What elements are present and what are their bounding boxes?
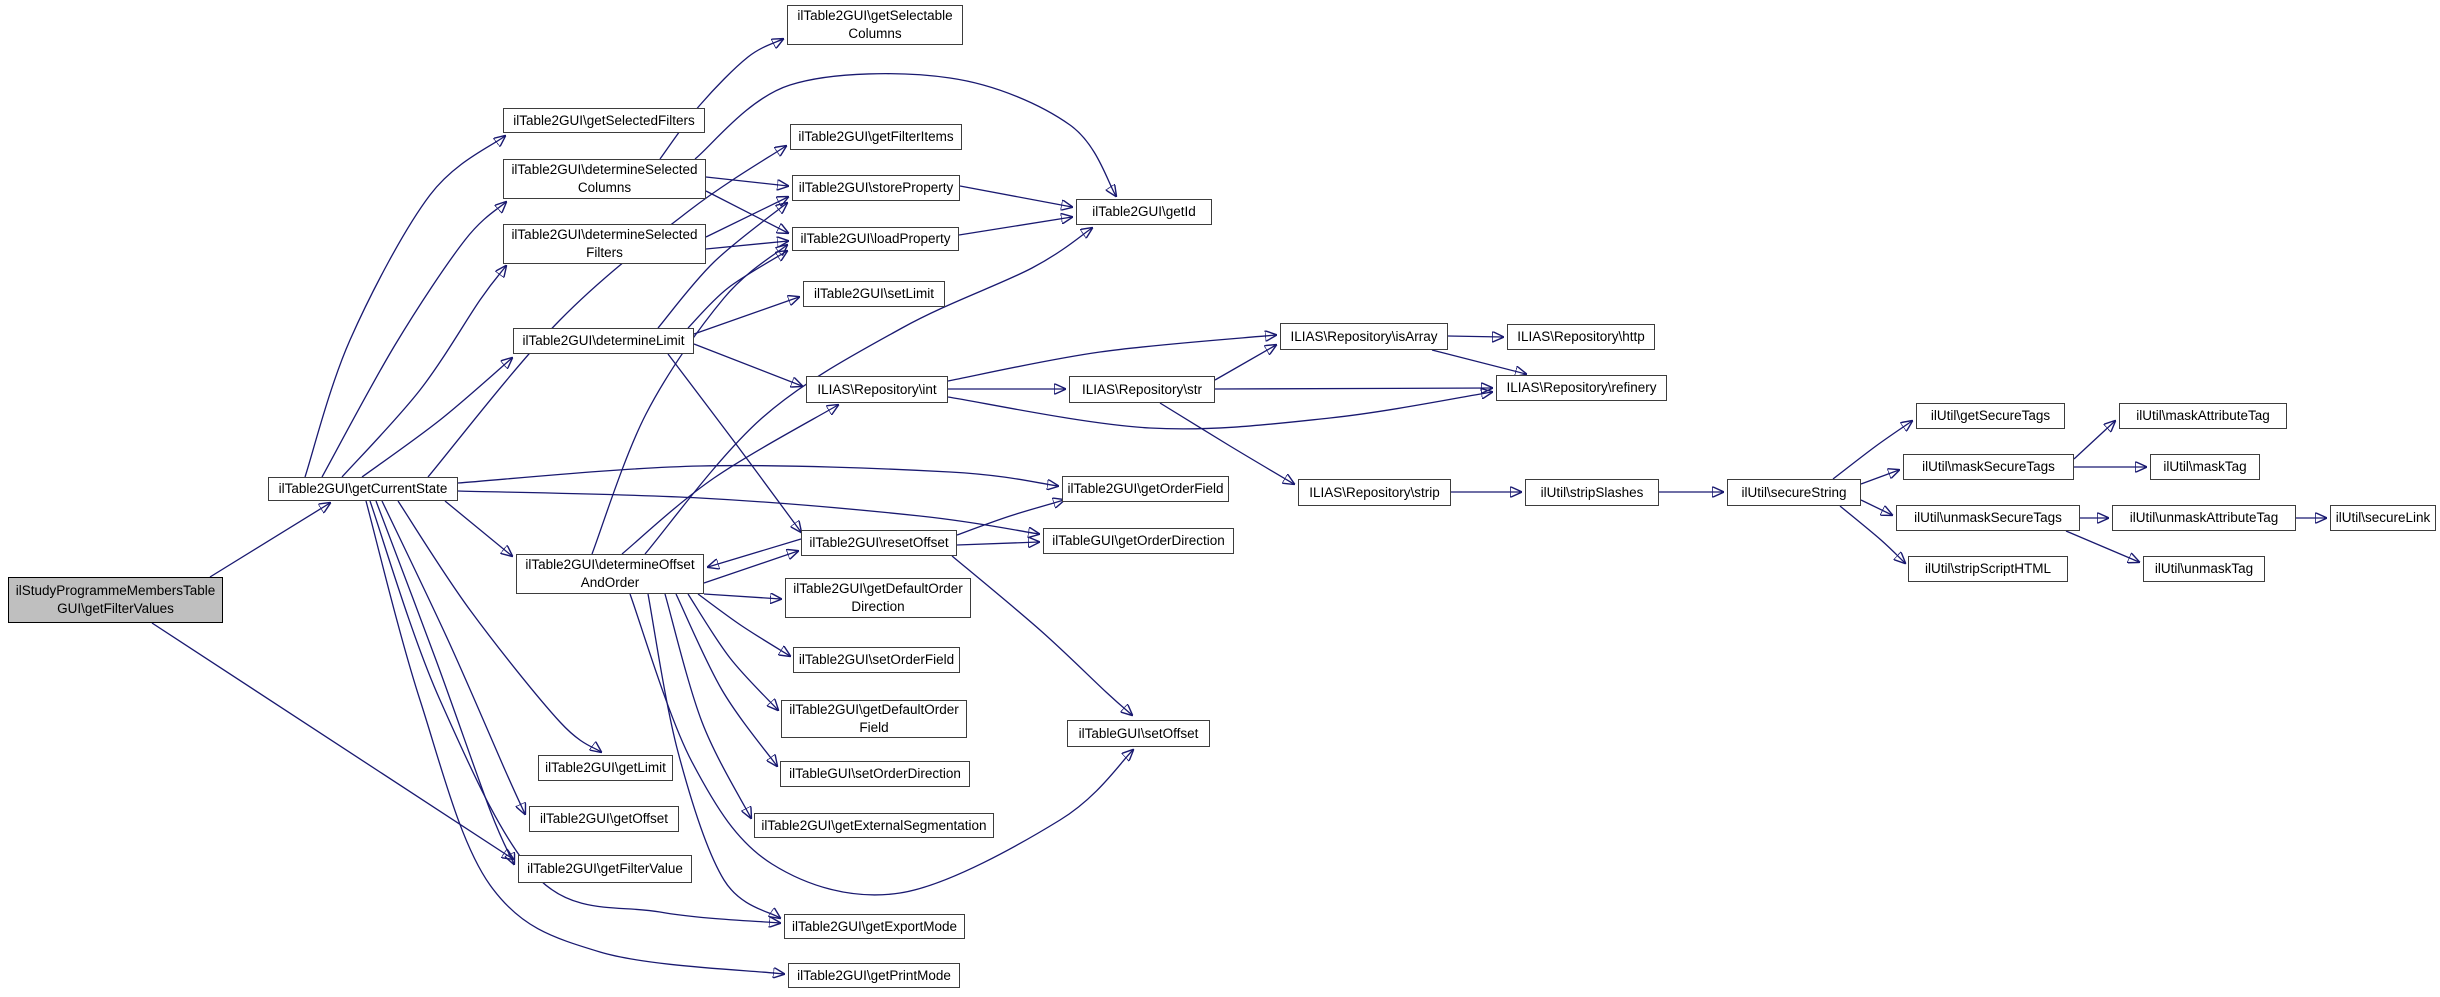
graph-node-storeProperty[interactable]: ilTable2GUI\storeProperty: [792, 175, 960, 201]
graph-node-isArray[interactable]: ILIAS\Repository\isArray: [1280, 323, 1448, 350]
edge-getCurrentState-to-getOffset: [381, 500, 525, 814]
edge-unmaskSecureTags-to-unmaskTag: [2065, 530, 2139, 562]
edge-str-to-strip: [1159, 402, 1294, 484]
edge-getCurrentState-to-getFilterItems: [427, 146, 786, 478]
graph-node-getFilterValue[interactable]: ilTable2GUI\getFilterValue: [518, 855, 692, 883]
graph-node-setLimit[interactable]: ilTable2GUI\setLimit: [803, 281, 945, 307]
graph-node-resetOffset[interactable]: ilTable2GUI\resetOffset: [801, 530, 957, 556]
graph-node-getSelectableColumns[interactable]: ilTable2GUI\getSelectable Columns: [787, 5, 963, 45]
graph-node-unmaskTag[interactable]: ilUtil\unmaskTag: [2143, 556, 2265, 582]
edge-getCurrentState-to-determineOffsetAndOrder: [444, 500, 512, 556]
graph-node-setOffset[interactable]: ilTableGUI\setOffset: [1067, 720, 1210, 747]
graph-node-maskSecureTags[interactable]: ilUtil\maskSecureTags: [1903, 454, 2074, 480]
graph-node-stripScriptHTML[interactable]: ilUtil\stripScriptHTML: [1908, 556, 2068, 582]
edge-getCurrentState-to-getPrintMode: [365, 500, 784, 974]
graph-node-setOrderField[interactable]: ilTable2GUI\setOrderField: [793, 647, 960, 673]
edge-secureString-to-stripScriptHTML: [1839, 505, 1905, 563]
edge-determineOffsetAndOrder-to-getDefaultOrderField: [687, 593, 778, 710]
graph-node-strip[interactable]: ILIAS\Repository\strip: [1298, 479, 1451, 506]
edge-loadProperty-to-getId: [958, 217, 1072, 236]
edge-determineSelectedColumns-to-getId: [694, 73, 1116, 196]
graph-node-getCurrentState[interactable]: ilTable2GUI\getCurrentState: [268, 477, 458, 501]
edge-secureString-to-getSecureTags: [1832, 421, 1912, 480]
graph-node-maskAttributeTag[interactable]: ilUtil\maskAttributeTag: [2119, 403, 2287, 429]
graph-node-getDefaultOrderDirection[interactable]: ilTable2GUI\getDefaultOrder Direction: [785, 578, 971, 618]
edge-int-to-refinery: [947, 392, 1492, 430]
edge-determineLimit-to-setLimit: [693, 297, 799, 335]
edge-determineOffsetAndOrder-to-resetOffset: [703, 551, 798, 584]
edge-getCurrentState-to-getSelectedFilters: [304, 136, 505, 478]
graph-node-refinery[interactable]: ILIAS\Repository\refinery: [1496, 375, 1667, 401]
edge-secureString-to-unmaskSecureTags: [1860, 499, 1892, 515]
edge-getCurrentState-to-determineSelectedFilters: [341, 266, 506, 478]
edge-determineOffsetAndOrder-to-setOffset: [629, 593, 1133, 896]
edge-getCurrentState-to-getOrderField: [457, 464, 1058, 486]
edge-determineSelectedFilters-to-storeProperty: [705, 197, 788, 238]
edge-getCurrentState-to-determineSelectedColumns: [321, 202, 506, 478]
graph-node-getOrderDirection[interactable]: ilTableGUI\getOrderDirection: [1043, 528, 1234, 554]
edge-maskSecureTags-to-maskAttributeTag: [2073, 421, 2115, 460]
graph-node-unmaskSecureTags[interactable]: ilUtil\unmaskSecureTags: [1896, 505, 2080, 531]
graph-node-getDefaultOrderField[interactable]: ilTable2GUI\getDefaultOrder Field: [781, 700, 967, 738]
graph-node-getLimit[interactable]: ilTable2GUI\getLimit: [538, 755, 673, 781]
graph-node-maskTag[interactable]: ilUtil\maskTag: [2150, 454, 2260, 480]
edge-getCurrentState-to-getFilterValue: [375, 500, 514, 864]
graph-node-int[interactable]: ILIAS\Repository\int: [806, 376, 948, 403]
graph-node-getPrintMode[interactable]: ilTable2GUI\getPrintMode: [788, 963, 960, 988]
edge-isArray-to-http: [1447, 336, 1503, 337]
graph-node-getFilterValues[interactable]: ilStudyProgrammeMembersTable GUI\getFilt…: [8, 577, 223, 623]
graph-node-determineOffsetAndOrder[interactable]: ilTable2GUI\determineOffset AndOrder: [516, 554, 704, 594]
graph-node-getExportMode[interactable]: ilTable2GUI\getExportMode: [784, 914, 965, 939]
graph-node-getOffset[interactable]: ilTable2GUI\getOffset: [529, 806, 679, 832]
graph-node-http[interactable]: ILIAS\Repository\http: [1507, 324, 1655, 350]
edge-str-to-isArray: [1214, 345, 1276, 381]
edge-determineOffsetAndOrder-to-getDefaultOrderDirection: [703, 594, 781, 599]
graph-node-getSecureTags[interactable]: ilUtil\getSecureTags: [1916, 403, 2065, 429]
edge-determineOffsetAndOrder-to-setOrderField: [697, 593, 790, 656]
graph-node-getId[interactable]: ilTable2GUI\getId: [1076, 199, 1212, 225]
edge-determineOffsetAndOrder-to-getId: [644, 228, 1092, 555]
graph-node-setOrderDirection[interactable]: ilTableGUI\setOrderDirection: [780, 761, 970, 787]
edge-determineLimit-to-storeProperty: [657, 203, 787, 329]
edge-secureString-to-maskSecureTags: [1860, 470, 1899, 485]
edge-determineSelectedColumns-to-loadProperty: [705, 190, 788, 233]
edge-determineLimit-to-resetOffset: [667, 353, 801, 532]
edge-determineOffsetAndOrder-to-getExternalSegmentation: [664, 593, 751, 818]
graph-node-loadProperty[interactable]: ilTable2GUI\loadProperty: [792, 227, 959, 251]
edge-determineOffsetAndOrder-to-int: [621, 405, 838, 555]
edge-getCurrentState-to-determineLimit: [361, 358, 512, 478]
edge-getCurrentState-to-getLimit: [397, 500, 601, 752]
graph-node-getSelectedFilters[interactable]: ilTable2GUI\getSelectedFilters: [503, 108, 705, 133]
graph-node-str[interactable]: ILIAS\Repository\str: [1069, 376, 1215, 403]
edge-determineSelectedColumns-to-getSelectableColumns: [659, 39, 783, 160]
edge-int-to-isArray: [947, 335, 1276, 382]
edge-determineSelectedFilters-to-loadProperty: [705, 241, 788, 250]
edge-getFilterValues-to-getCurrentState: [209, 503, 330, 578]
edge-getCurrentState-to-getOrderDirection: [457, 490, 1039, 534]
graph-node-getExternalSegmentation[interactable]: ilTable2GUI\getExternalSegmentation: [754, 813, 994, 838]
graph-node-determineSelectedColumns[interactable]: ilTable2GUI\determineSelected Columns: [503, 159, 706, 199]
edge-resetOffset-to-determineOffsetAndOrder: [708, 538, 802, 567]
edge-determineSelectedColumns-to-storeProperty: [705, 176, 788, 186]
graph-node-secureString[interactable]: ilUtil\secureString: [1727, 479, 1861, 506]
edge-determineOffsetAndOrder-to-getExportMode: [647, 593, 780, 918]
edge-resetOffset-to-getOrderField: [956, 500, 1064, 536]
graph-node-getFilterItems[interactable]: ilTable2GUI\getFilterItems: [790, 124, 962, 150]
graph-node-secureLink[interactable]: ilUtil\secureLink: [2330, 505, 2436, 531]
edge-storeProperty-to-getId: [959, 185, 1072, 207]
edge-resetOffset-to-getOrderDirection: [956, 542, 1039, 545]
edge-determineOffsetAndOrder-to-loadProperty: [591, 245, 787, 555]
graph-node-determineLimit[interactable]: ilTable2GUI\determineLimit: [513, 328, 694, 354]
graph-node-unmaskAttributeTag[interactable]: ilUtil\unmaskAttributeTag: [2112, 505, 2296, 531]
edge-getFilterValues-to-getFilterValue: [151, 622, 513, 859]
edge-str-to-refinery: [1214, 388, 1492, 389]
edge-determineLimit-to-int: [693, 343, 802, 386]
graph-node-stripSlashes[interactable]: ilUtil\stripSlashes: [1525, 479, 1659, 506]
edge-determineOffsetAndOrder-to-setOrderDirection: [675, 593, 777, 766]
graph-node-determineSelectedFilters[interactable]: ilTable2GUI\determineSelected Filters: [503, 224, 706, 264]
edge-isArray-to-refinery: [1431, 349, 1526, 374]
edge-resetOffset-to-setOffset: [951, 555, 1132, 715]
graph-node-getOrderField[interactable]: ilTable2GUI\getOrderField: [1062, 476, 1229, 502]
edge-determineLimit-to-loadProperty: [687, 251, 787, 329]
